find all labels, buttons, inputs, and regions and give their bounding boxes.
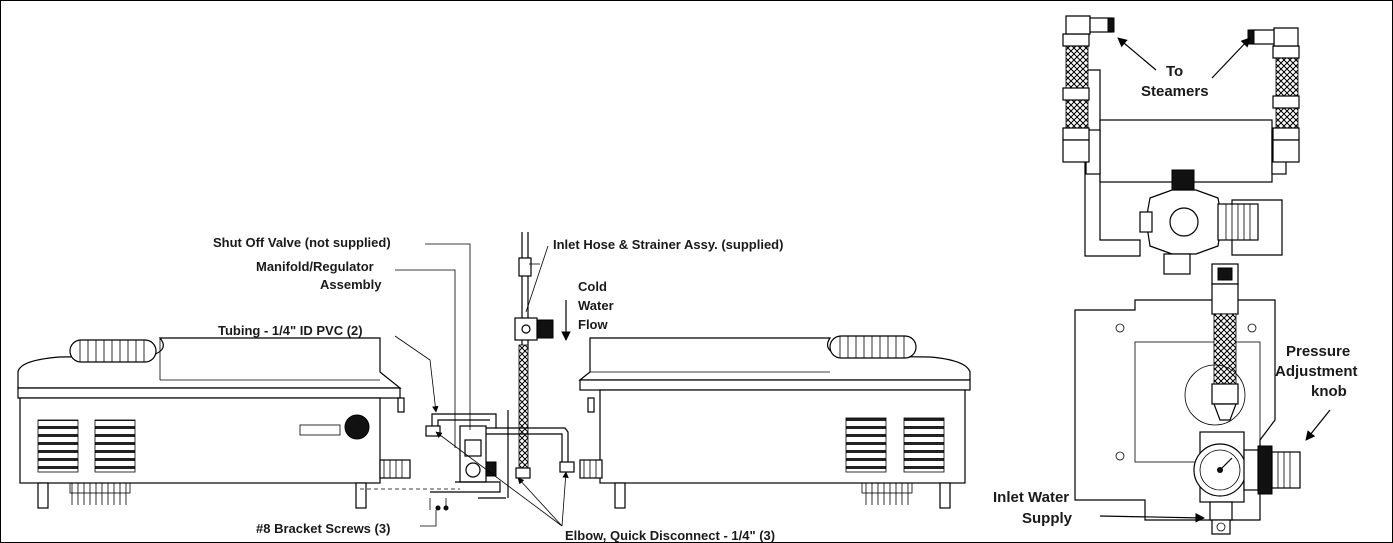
label-to: To — [1166, 63, 1183, 80]
regulator-assembly-bottom — [1074, 263, 1301, 535]
label-manifold-line1: Manifold/Regulator — [256, 259, 374, 274]
label-manifold-line2: Assembly — [320, 277, 382, 292]
label-adjustment: Adjustment — [1275, 363, 1358, 380]
label-tubing: Tubing - 1/4" ID PVC (2) — [218, 323, 363, 338]
right-handle — [829, 335, 917, 359]
label-cold: Cold — [578, 279, 607, 294]
center-plumbing — [360, 232, 575, 511]
label-inlet-water: Inlet Water — [993, 489, 1069, 506]
label-shut-off-valve: Shut Off Valve (not supplied) — [213, 235, 391, 250]
left-steamer — [17, 337, 411, 509]
label-knob: knob — [1311, 383, 1347, 400]
label-pressure: Pressure — [1286, 343, 1350, 360]
label-bracket-screws: #8 Bracket Screws (3) — [256, 521, 390, 536]
right-steamer — [578, 335, 971, 509]
leader-lines — [394, 37, 1331, 527]
label-steamers: Steamers — [1141, 83, 1209, 100]
label-inlet-hose: Inlet Hose & Strainer Assy. (supplied) — [553, 237, 783, 252]
pressure-adjustment-knob — [1257, 445, 1273, 495]
left-handle — [69, 339, 157, 363]
left-control-knob — [344, 414, 370, 440]
label-flow: Flow — [578, 317, 608, 332]
text-labels: Shut Off Valve (not supplied) Manifold/R… — [213, 63, 1358, 543]
label-water: Water — [578, 298, 614, 313]
label-elbow: Elbow, Quick Disconnect - 1/4" (3) — [565, 528, 775, 543]
label-supply: Supply — [1022, 510, 1073, 527]
manifold-assembly-top — [1062, 15, 1300, 275]
